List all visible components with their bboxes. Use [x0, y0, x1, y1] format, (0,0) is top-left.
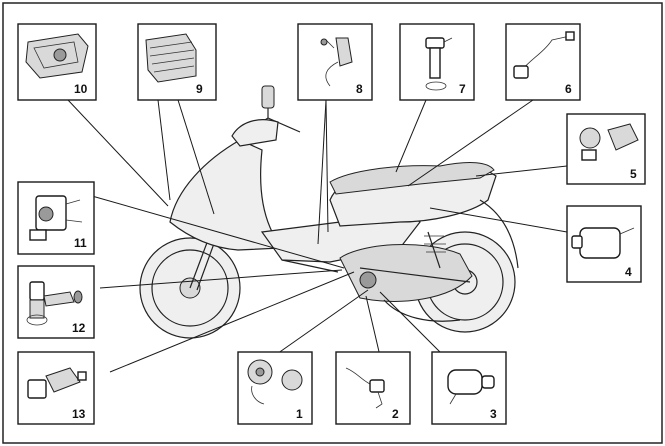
callout-box-5: 5 — [566, 113, 646, 185]
callout-number: 6 — [565, 82, 572, 96]
callout-number: 10 — [74, 82, 88, 96]
callout-number: 12 — [72, 321, 86, 335]
relay-icon — [579, 123, 639, 161]
callout-number: 11 — [74, 236, 87, 250]
pickup-sensor-icon — [345, 367, 385, 409]
connector-icon — [26, 281, 83, 326]
temperature-sensor-icon — [27, 367, 87, 399]
callout-number: 13 — [72, 407, 86, 421]
callout-number: 3 — [490, 407, 497, 421]
callout-box-8: 8 — [297, 23, 373, 101]
callout-number: 8 — [356, 82, 363, 96]
callout-box-2: 2 — [335, 351, 411, 425]
callout-number: 2 — [392, 407, 399, 421]
callout-box-7: 7 — [399, 23, 475, 101]
flywheel-stator-icon — [247, 359, 303, 405]
callout-box-12: 12 — [17, 265, 95, 339]
side-stand-switch-icon — [320, 37, 353, 87]
callout-box-4: 4 — [566, 205, 642, 283]
callout-number: 1 — [296, 407, 303, 421]
callout-box-6: 6 — [505, 23, 581, 101]
lambda-sensor-icon — [513, 31, 575, 79]
callout-box-3: 3 — [431, 351, 507, 425]
headlight-icon — [25, 33, 89, 79]
ignition-coil-icon — [571, 227, 635, 259]
starter-motor-icon — [447, 369, 495, 405]
fuel-pump-icon — [425, 37, 453, 91]
callout-box-13: 13 — [17, 351, 95, 425]
callout-number: 5 — [630, 167, 637, 181]
callout-box-1: 1 — [237, 351, 313, 425]
callout-box-11: 11 — [17, 181, 95, 255]
throttle-body-icon — [29, 195, 83, 241]
callout-number: 9 — [196, 82, 203, 96]
callout-number: 4 — [625, 265, 632, 279]
callout-box-9: 9 — [137, 23, 217, 101]
voltage-regulator-icon — [145, 33, 197, 83]
scooter-drawing — [139, 85, 519, 339]
callout-box-10: 10 — [17, 23, 97, 101]
callout-number: 7 — [459, 82, 466, 96]
leader-lines — [67, 99, 568, 373]
